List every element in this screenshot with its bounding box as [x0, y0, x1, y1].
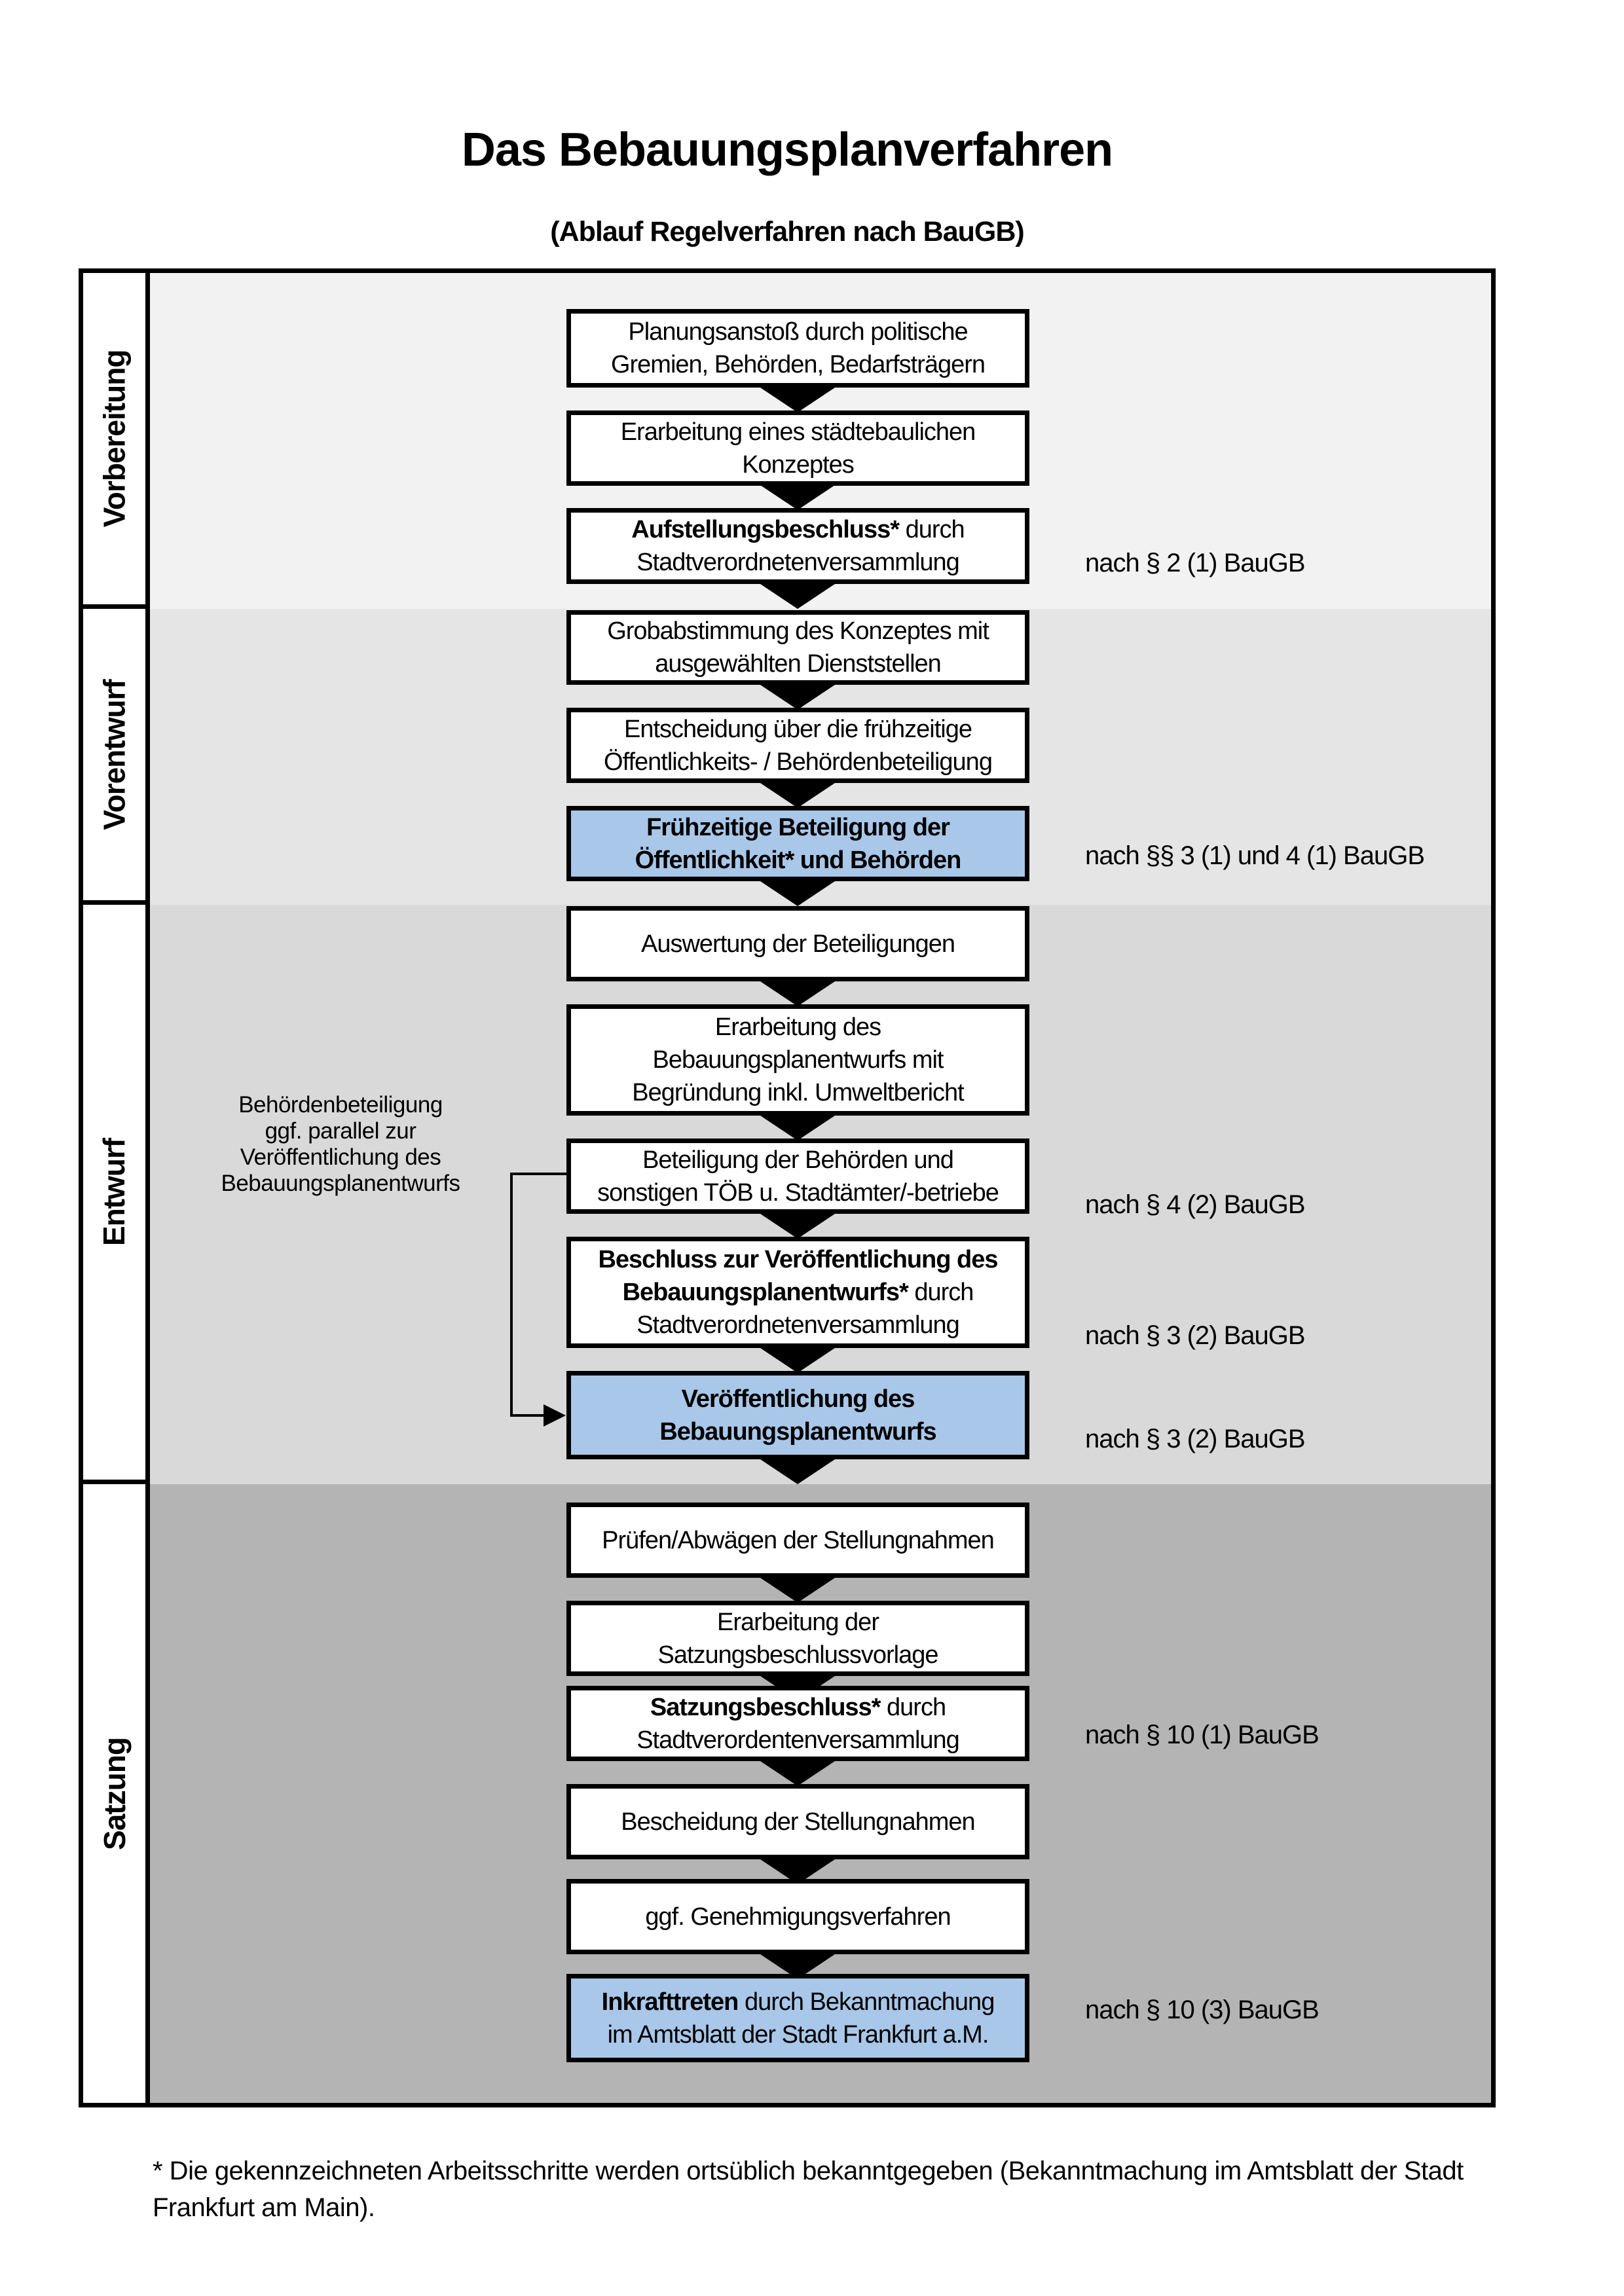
page-title: Das Bebauungsplanverfahren [461, 124, 1113, 176]
down-arrow [758, 1212, 837, 1239]
flow-box-veroeffentlichung: Veröffentlichung des Bebauungsplanentwur… [566, 1371, 1029, 1459]
down-arrow [758, 484, 837, 510]
legal-ref: nach § 3 (2) BauGB [1085, 1425, 1306, 1453]
footnote: * Die gekennzeichneten Arbeitsschritte w… [153, 2157, 1464, 2222]
phase-cell-vorbereitung: Vorbereitung [83, 273, 150, 609]
phase-label-entwurf: Entwurf [97, 1138, 132, 1247]
phase-label-vorentwurf: Vorentwurf [97, 679, 132, 830]
down-arrow [758, 880, 837, 906]
down-arrow [758, 386, 837, 412]
down-arrow [758, 782, 837, 808]
phase-label-satzung: Satzung [97, 1737, 132, 1850]
parallel-connector-vertical-line [510, 1173, 513, 1417]
parallel-connector-bottom-line [510, 1414, 547, 1417]
page-subtitle: (Ablauf Regelverfahren nach BauGB) [550, 216, 1024, 247]
flow-box-staedtebauliches-konzept: Erarbeitung eines städtebaulichen Konzep… [566, 410, 1029, 486]
down-arrow [758, 1576, 837, 1603]
side-note-parallel: Behördenbeteiligung ggf. parallel zur Ve… [221, 1092, 460, 1196]
right-arrow-icon [544, 1404, 566, 1427]
legal-ref: nach § 10 (1) BauGB [1085, 1721, 1320, 1749]
flow-box-behoerdenbeteiligung: Beteiligung der Behörden und sonstigen T… [566, 1139, 1029, 1214]
legal-ref: nach § 4 (2) BauGB [1085, 1190, 1306, 1219]
phase-label-vorbereitung: Vorbereitung [97, 350, 132, 528]
down-arrow [758, 1347, 837, 1373]
flow-box-inkrafttreten: Inkrafttreten durch Bekanntmachung im Am… [566, 1974, 1029, 2062]
phase-cell-satzung: Satzung [83, 1484, 150, 2103]
flow-box-auswertung: Auswertung der Beteiligungen [566, 906, 1029, 981]
down-arrow [758, 683, 837, 710]
down-arrow [758, 980, 837, 1006]
down-arrow [758, 1760, 837, 1786]
flow-box-bescheidung: Bescheidung der Stellungnahmen [566, 1784, 1029, 1859]
flow-box-satzungsbeschluss: Satzungsbeschluss* durch Stadtverordente… [566, 1686, 1029, 1761]
flow-box-grobabstimmung: Grobabstimmung des Konzeptes mit ausgewä… [566, 610, 1029, 685]
flow-box-planungsanstoss: Planungsanstoß durch politische Gremien,… [566, 309, 1029, 388]
down-arrow [758, 1458, 837, 1484]
flow-box-pruefen-abwaegen: Prüfen/Abwägen der Stellungnahmen [566, 1503, 1029, 1578]
down-arrow [758, 1114, 837, 1140]
flow-box-fruehzeitige-beteiligung: Frühzeitige Beteiligung der Öffentlichke… [566, 806, 1029, 881]
phase-cell-vorentwurf: Vorentwurf [83, 609, 150, 905]
flow-box-entscheidung-beteiligung: Entscheidung über die frühzeitige Öffent… [566, 708, 1029, 783]
flow-box-aufstellungsbeschluss: Aufstellungsbeschluss* durch Stadtverord… [566, 508, 1029, 584]
legal-ref: nach § 10 (3) BauGB [1085, 1995, 1320, 2024]
legal-ref: nach § 3 (2) BauGB [1085, 1321, 1306, 1350]
flow-box-beschluss-veroeffentlichung: Beschluss zur Veröffentlichung des Bebau… [566, 1237, 1029, 1348]
flow-box-genehmigungsverfahren: ggf. Genehmigungsverfahren [566, 1879, 1029, 1954]
phase-cell-entwurf: Entwurf [83, 905, 150, 1484]
parallel-connector-top-line [510, 1173, 566, 1175]
legal-ref: nach §§ 3 (1) und 4 (1) BauGB [1085, 841, 1425, 870]
flow-box-satzungsbeschlussvorlage: Erarbeitung der Satzungsbeschlussvorlage [566, 1601, 1029, 1676]
down-arrow [758, 583, 837, 609]
flow-box-erarbeitung-entwurf: Erarbeitung des Bebauungsplanentwurfs mi… [566, 1004, 1029, 1116]
legal-ref: nach § 2 (1) BauGB [1085, 549, 1306, 577]
